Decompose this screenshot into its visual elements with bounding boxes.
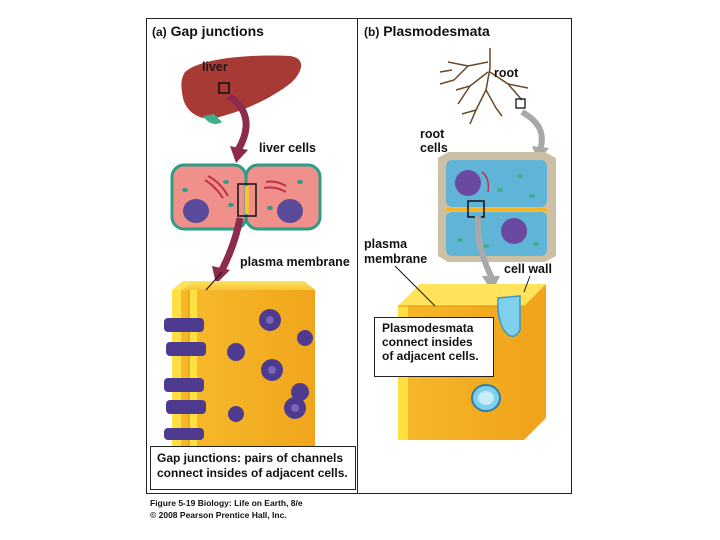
label-plasma-membrane-a: plasma membrane [240, 255, 350, 269]
panel-a-letter: (a) [152, 25, 167, 39]
gap-junction-membranes [164, 281, 315, 446]
plasmodesmata-callout-line2: connect insides [382, 334, 473, 349]
liver-cells [170, 163, 322, 231]
gap-junction-callout-line2: connect insides of adjacent cells. [157, 465, 348, 480]
panel-a-title-text: Gap junctions [170, 23, 264, 39]
gap-junction-callout-line1: Gap junctions: pairs of channels [157, 451, 344, 465]
figure-source: Biology: Life on Earth, 8/e [197, 498, 303, 508]
plasma-membrane-leader-a [205, 271, 223, 291]
label-root: root [494, 66, 519, 80]
label-liver-cells: liver cells [259, 141, 316, 155]
arrow-root-to-cells [520, 109, 545, 151]
liver-zoom-box [218, 82, 230, 94]
panel-b-letter: (b) [364, 25, 380, 39]
arrow-liver-to-cells [226, 93, 250, 152]
panel-b-title-text: Plasmodesmata [383, 23, 490, 39]
arrow-cells-to-membrane [218, 217, 244, 272]
label-plasma-membrane-b-1: plasma [364, 237, 408, 251]
figure-number: Figure 5-19 [150, 498, 196, 508]
arrow-cells-to-block [474, 215, 495, 280]
plasmodesmata-callout: Plasmodesmata connect insides of adjacen… [374, 317, 494, 377]
panel-a-title: (a) Gap junctions [152, 24, 264, 39]
figure-frame [146, 18, 572, 494]
label-cell-wall: cell wall [504, 262, 552, 276]
figure-caption-line1: Figure 5-19 Biology: Life on Earth, 8/e [150, 498, 303, 509]
root-zoom-box [515, 98, 526, 109]
arrow-liver-to-cells-head [230, 146, 248, 163]
gap-junction-callout: Gap junctions: pairs of channels connect… [150, 446, 356, 490]
label-plasma-membrane-b-2: membrane [364, 252, 428, 266]
label-liver: liver [202, 60, 228, 74]
gallbladder [203, 114, 222, 124]
arrow-cells-to-membrane-head [212, 266, 230, 284]
plasmodesmata-callout-line1: Plasmodesmata [382, 321, 474, 335]
liver-organ [181, 55, 302, 119]
label-root-cells-2: cells [420, 141, 448, 155]
plasma-membrane-leader-b [394, 265, 436, 307]
label-root-cells-1: root [420, 127, 445, 141]
cell-wall-leader [523, 275, 531, 293]
root-cells [438, 152, 556, 262]
figure-caption-line2: © 2008 Pearson Prentice Hall, Inc. [150, 510, 287, 520]
panel-b-title: (b) Plasmodesmata [364, 24, 490, 39]
panel-divider [357, 18, 358, 494]
root-drawing [439, 48, 529, 125]
plasmodesmata-callout-line3: of adjacent cells. [382, 348, 479, 363]
